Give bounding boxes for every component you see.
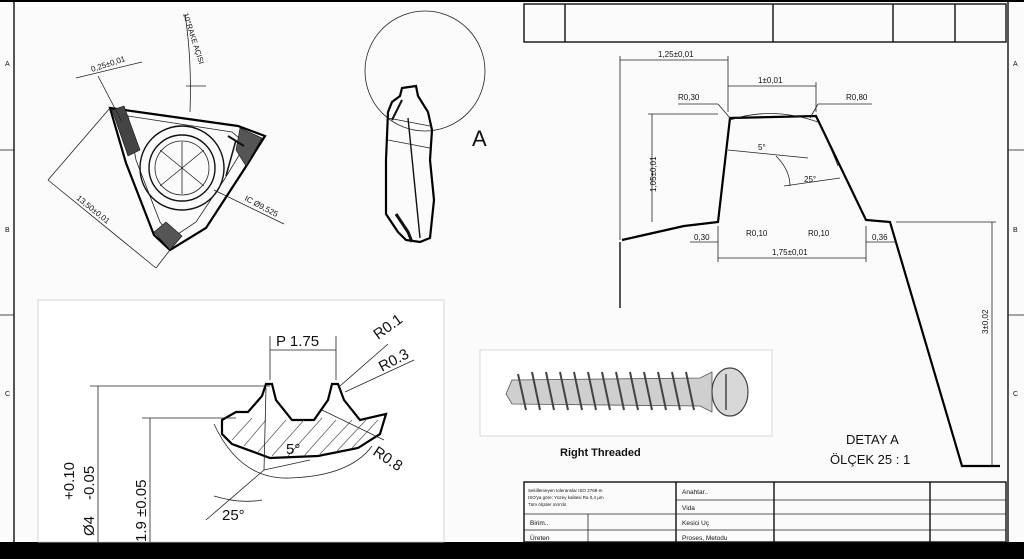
dim-r0-10-left: R0,10 [746, 229, 768, 238]
dim-0-30: 0,30 [694, 233, 710, 242]
zone-letter-a-right: A [1013, 61, 1018, 68]
thread-tolerance-minus: -0.05 [81, 466, 98, 500]
zone-letter-c: C [5, 391, 10, 398]
thread-minor-diameter: 1.9 ±0.05 [133, 480, 150, 542]
dim-r0-80: R0,80 [846, 93, 868, 102]
dim-r0-30: R0,30 [678, 93, 700, 102]
detail-a-title: DETAY A [846, 432, 899, 447]
zone-letter-a: A [5, 61, 10, 68]
dim-1: 1±0,01 [758, 76, 783, 85]
dim-1-75: 1,75±0,01 [772, 248, 808, 257]
thread-tolerance-plus: +0.10 [61, 462, 78, 500]
thread-major-diameter: Ø4 [81, 516, 98, 536]
side-view: A [364, 10, 487, 244]
title-block: Sekillemeyen toleranslar ISO 2768-m ISO'… [523, 481, 1007, 543]
thread-angle-25: 25° [222, 507, 245, 524]
keyword-label: Anahtar.. [682, 489, 708, 496]
zone-letter-c-right: C [1013, 391, 1018, 398]
note-line-3: Tüm ölçüler mm'dir. [528, 502, 567, 507]
zone-letter-b: B [5, 227, 10, 234]
tool-value: Kesici Uç [682, 520, 710, 527]
producer-label: Üreten [530, 534, 550, 542]
unit-label: Birim.. [530, 520, 549, 527]
dim-r0-10-right: R0,10 [808, 229, 830, 238]
detail-circle [364, 10, 486, 132]
dim-0-36: 0,36 [872, 233, 888, 242]
dim-angle-5: 5° [758, 143, 766, 152]
dim-angle-25: 25° [804, 175, 816, 184]
insert-top-view [108, 105, 267, 252]
detail-a-profile [619, 113, 1000, 468]
keyword-value: Vida [682, 505, 695, 512]
detail-label-a: A [472, 126, 487, 151]
dim-1-25: 1,25±0,01 [658, 50, 694, 59]
dim-3: 3±0,02 [981, 309, 990, 334]
screw-caption: Right Threaded [560, 447, 641, 459]
thread-angle-5: 5° [286, 441, 300, 458]
process-label: Proses, Metodu [682, 535, 728, 542]
header-block [523, 3, 1007, 43]
thread-profile-panel: P 1.75 R0.1 R0.3 R0.8 5° 25° Ø4 +0.10 -0… [37, 299, 445, 543]
thread-pitch: P 1.75 [276, 333, 319, 350]
detail-a-dimensions: 1,25±0,01 1±0,01 R0,30 R0,80 5° 25° 1,05… [619, 50, 996, 467]
dim-1-05: 1,05±0,01 [649, 156, 658, 192]
zone-letter-b-right: B [1013, 227, 1018, 234]
screw-image-panel: Right Threaded [479, 349, 773, 459]
zone-markers: A B C A B C [0, 61, 1024, 398]
detail-a-scale: ÖLÇEK 25 : 1 [830, 452, 910, 467]
note-line-1: Sekillemeyen toleranslar ISO 2768-m [528, 488, 603, 493]
note-line-2: ISO'ya göre; Yüzey kalitesi Ra 0,4 µm [528, 495, 604, 500]
